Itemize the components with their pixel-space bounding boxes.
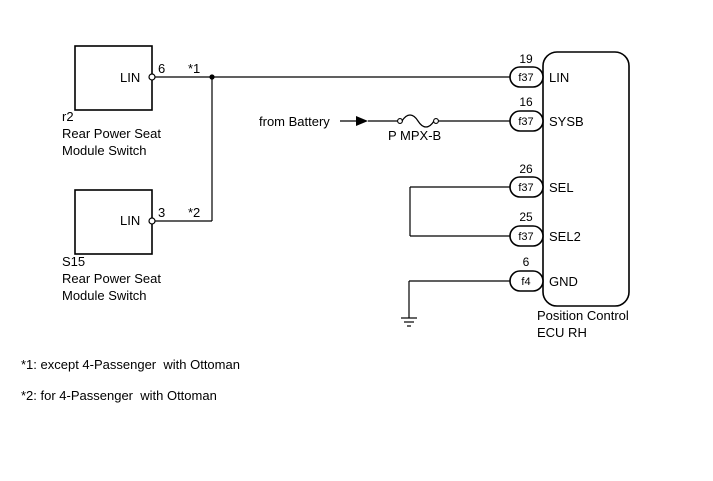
rear-switch-r2-name-line2: Module Switch (62, 143, 147, 158)
connector-f4-gnd-label: f4 (521, 276, 530, 288)
rear-switch-r2-box (74, 45, 153, 111)
wire-note-bottom: *2 (188, 205, 200, 220)
rear-switch-s15-terminal-label: LIN (120, 213, 140, 228)
rear-switch-s15-pin: 3 (158, 205, 165, 220)
ecu-body (542, 51, 630, 307)
rear-switch-r2-name-line1: Rear Power Seat (62, 126, 161, 141)
battery-arrow-icon (356, 116, 368, 126)
rear-switch-s15-code: S15 (62, 254, 85, 269)
ecu-pin-25: 25 (519, 210, 533, 224)
ecu-terminal-lin: LIN (549, 70, 569, 85)
ecu-terminal-gnd: GND (549, 274, 578, 289)
rear-switch-s15-box (74, 189, 153, 255)
connector-f37-sysb (509, 110, 544, 132)
connector-f37-sel-label: f37 (518, 182, 533, 194)
rear-switch-s15-name-line2: Module Switch (62, 288, 147, 303)
ecu-pin-19: 19 (519, 52, 533, 66)
rear-switch-r2-pin-terminal (148, 73, 156, 81)
ecu-terminal-sel: SEL (549, 180, 574, 195)
rear-switch-r2-pin: 6 (158, 61, 165, 76)
connector-f37-sel2-label: f37 (518, 231, 533, 243)
connector-f4-gnd (509, 270, 544, 292)
from-battery-label: from Battery (259, 114, 330, 129)
ecu-name-line2: ECU RH (537, 325, 587, 340)
fuse-terminal-left (397, 118, 403, 124)
connector-f37-sel (509, 176, 544, 198)
rear-switch-s15-pin-terminal (148, 217, 156, 225)
fuse-label: P MPX-B (388, 128, 441, 143)
wire-note-top: *1 (188, 61, 200, 76)
connector-f37-sysb-label: f37 (518, 116, 533, 128)
ecu-pin-6: 6 (523, 255, 530, 269)
connector-f37-sel2 (509, 225, 544, 247)
rear-switch-r2-code: r2 (62, 109, 74, 124)
fuse-icon (401, 114, 435, 128)
ecu-name-line1: Position Control (537, 308, 629, 323)
fuse-terminal-right (433, 118, 439, 124)
rear-switch-s15-name-line1: Rear Power Seat (62, 271, 161, 286)
ground-symbol-icon (401, 317, 417, 327)
ecu-terminal-sysb: SYSB (549, 114, 584, 129)
ecu-pin-16: 16 (519, 95, 533, 109)
rear-switch-r2-terminal-label: LIN (120, 70, 140, 85)
connector-f37-lin-label: f37 (518, 72, 533, 84)
ecu-terminal-sel2: SEL2 (549, 229, 581, 244)
footnote-1: *1: except 4-Passenger with Ottoman (21, 357, 240, 372)
connector-f37-lin (509, 66, 544, 88)
ecu-pin-26: 26 (519, 162, 533, 176)
footnote-2: *2: for 4-Passenger with Ottoman (21, 388, 217, 403)
